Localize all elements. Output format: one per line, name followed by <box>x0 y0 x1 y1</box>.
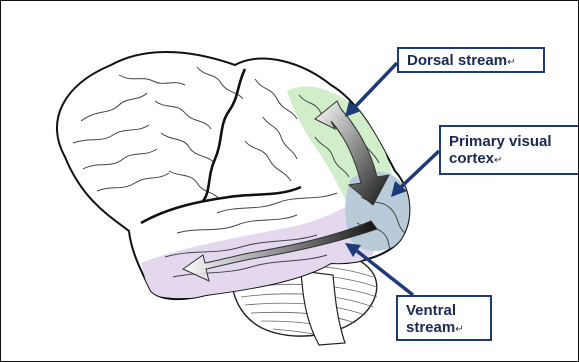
primary-visual-line2: cortex <box>449 150 494 167</box>
return-mark-icon: ↵ <box>455 324 463 335</box>
ventral-stream-label: Ventral stream↵ <box>396 295 492 341</box>
return-mark-icon: ↵ <box>507 57 515 68</box>
ventral-line1: Ventral <box>406 302 482 319</box>
dorsal-stream-text: Dorsal stream <box>407 52 507 69</box>
ventral-line2: stream <box>406 319 455 336</box>
dorsal-pointer-arrow <box>345 63 397 117</box>
return-mark-icon: ↵ <box>494 155 502 166</box>
dorsal-stream-label: Dorsal stream↵ <box>397 47 545 73</box>
primary-visual-cortex-label: Primary visual cortex↵ <box>439 125 579 175</box>
primary-visual-line1: Primary visual <box>449 133 570 150</box>
